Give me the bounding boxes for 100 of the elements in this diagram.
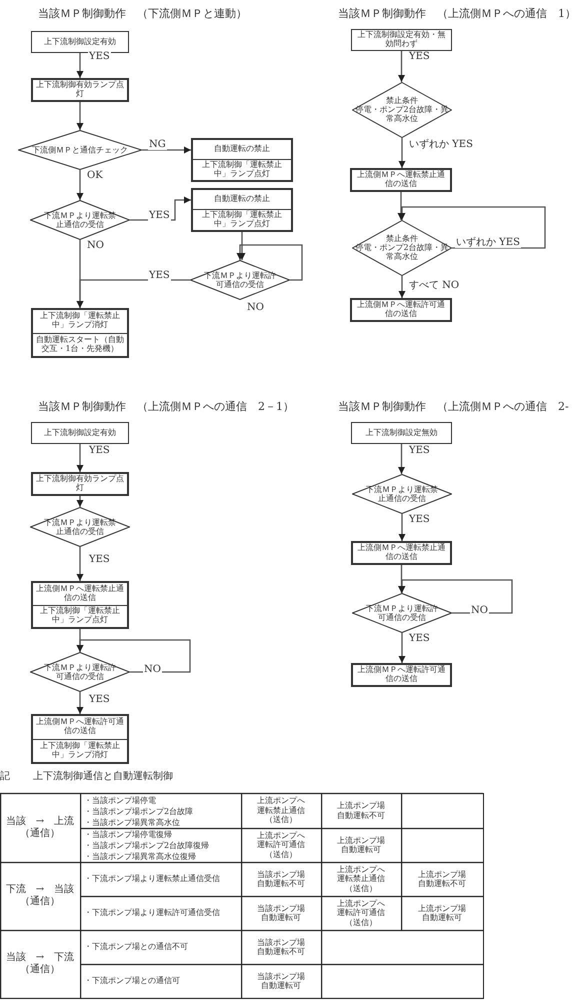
edge-label: YES xyxy=(88,51,111,62)
diamond-text: 禁止条件 xyxy=(385,234,419,244)
arrow xyxy=(398,206,546,249)
table-text: 上流ポンプ場自動運転不可 xyxy=(417,870,467,889)
process-box xyxy=(351,663,452,687)
edge-label: YES xyxy=(88,554,111,565)
process-box xyxy=(31,422,129,444)
table-text: 当該ポンプ場自動運転可 xyxy=(256,904,306,923)
edge-label: YES xyxy=(408,51,431,62)
table-text: 上流ポンプ場自動運転可 xyxy=(336,836,386,855)
edge-label: いずれか YES xyxy=(408,139,474,150)
process-box xyxy=(351,541,452,565)
decision-diamond xyxy=(30,200,130,240)
arrow xyxy=(76,496,84,507)
box-text: 自動運転の禁止 xyxy=(213,193,271,206)
edge-label: YES xyxy=(88,445,111,456)
edge-label: YES xyxy=(148,210,171,221)
decision-diamond xyxy=(352,82,452,138)
process-box xyxy=(191,188,293,232)
edge-label: すべて NO xyxy=(408,280,460,291)
process-box xyxy=(31,472,129,496)
box-text: 上下流制御設定無効 xyxy=(364,426,438,439)
process-box xyxy=(351,422,452,444)
decision-diamond xyxy=(352,220,452,276)
chart-title: 当該ＭＰ制御動作 （上流側ＭＰへの通信 1） xyxy=(338,7,576,20)
bullet-item: ・当該ポンプ場停電復帰 xyxy=(84,830,172,840)
edge-label: NO xyxy=(470,605,489,616)
process-box xyxy=(31,308,129,358)
edge-label: NO xyxy=(86,240,105,251)
bullet-item: ・当該ポンプ場異常高水位復帰 xyxy=(84,852,196,862)
decision-diamond xyxy=(30,507,130,547)
bullet-item: ・当該ポンプ場異常高水位 xyxy=(84,818,180,828)
bullet-item: ・下流ポンプ場より運転許可通信受信 xyxy=(84,908,220,918)
box-text: 上流側ＭＰへ運転許可通信の送信 xyxy=(356,300,446,320)
process-box xyxy=(31,581,129,629)
box-text: 上下流制御有効ランプ点灯 xyxy=(35,80,125,100)
row-header: 下流 → 当該（通信） xyxy=(4,884,76,908)
process-box xyxy=(31,714,129,764)
edge-label: YES xyxy=(148,270,171,281)
decision-diamond xyxy=(30,652,130,692)
arrow xyxy=(398,51,405,82)
box-text: 上下流制御「運転禁止中」ランプ点灯 xyxy=(193,209,291,230)
table-text: 上流ポンプへ運転許可通信（送信） xyxy=(336,898,386,928)
row-header: 当該 → 下流（通信） xyxy=(4,952,76,976)
arrow xyxy=(398,579,513,614)
box-text: 上下流制御「運転禁止中」ランプ消灯 xyxy=(33,738,127,762)
process-box xyxy=(350,298,452,322)
decision-diamond xyxy=(352,593,452,633)
arrow xyxy=(398,192,404,220)
arrow xyxy=(76,639,191,673)
edge-label: YES xyxy=(88,694,111,705)
table-text: 上流ポンプ場自動運転不可 xyxy=(336,801,386,820)
bullet-item: ・下流ポンプ場より運転禁止通信受信 xyxy=(84,874,220,884)
edge-label: YES xyxy=(408,633,431,644)
arrow xyxy=(398,138,406,168)
bullet-item: ・当該ポンプ場ポンプ2台故障 xyxy=(84,807,194,817)
process-box xyxy=(191,138,293,182)
edge-label: NG xyxy=(148,139,167,150)
arrow xyxy=(76,444,84,472)
box-text: 自動運転スタート（自動交互・1台・先発機） xyxy=(33,332,127,356)
diamond-text: 禁止条件 xyxy=(385,96,419,106)
box-text: 上流側ＭＰへ運転許可通信の送信 xyxy=(35,716,125,738)
table-text: 上流ポンプへ運転禁止通信（送信） xyxy=(256,796,306,825)
chart-title: 当該ＭＰ制御動作 （上流側ＭＰへの通信 2- xyxy=(338,400,569,414)
table-text: 上流ポンプへ運転禁止通信（送信） xyxy=(336,864,386,894)
edge-label: YES xyxy=(408,514,431,525)
caption-text: 記 xyxy=(0,771,10,783)
box-text: 上下流制御設定有効 xyxy=(43,36,117,48)
process-box xyxy=(350,168,452,192)
arrow xyxy=(398,276,406,298)
edge-label: いずれか YES xyxy=(455,237,521,248)
arrow xyxy=(76,170,84,200)
arrow xyxy=(76,102,84,130)
chart-title: 当該ＭＰ制御動作 （下流側ＭＰと連動） xyxy=(38,7,247,20)
box-text: 上流側ＭＰへ運転禁止通信の送信 xyxy=(356,170,446,190)
box-text: 上下流制御「運転禁止中」ランプ消灯 xyxy=(39,310,121,332)
decision-diamond xyxy=(18,130,142,170)
box-text: 上下流制御「運転禁止中」ランプ点灯 xyxy=(33,604,127,627)
arrow xyxy=(76,240,84,308)
box-text: 上下流制御「運転禁止中」ランプ点灯 xyxy=(193,159,291,180)
arrow xyxy=(236,244,303,281)
row-header: 当該 → 上流（通信） xyxy=(4,816,76,840)
process-box xyxy=(31,31,129,53)
table-text: 上流ポンプ場自動運転可 xyxy=(417,904,467,923)
arrow xyxy=(398,514,406,541)
box-text: 上下流制御設定有効 xyxy=(43,426,117,439)
process-box xyxy=(31,78,129,102)
edge-label: OK xyxy=(86,170,104,181)
process-box xyxy=(351,29,452,51)
box-text: 上流側ＭＰへ運転禁止通信の送信 xyxy=(35,583,125,604)
arrow xyxy=(142,146,191,154)
box-text: 上下流制御設定有効・無効問わず xyxy=(356,30,446,50)
arrow xyxy=(398,444,405,474)
arrow xyxy=(76,547,84,581)
bullet-item: ・当該ポンプ場ポンプ2台故障復帰 xyxy=(84,841,210,851)
box-text: 自動運転の禁止 xyxy=(213,143,271,156)
arrow xyxy=(238,232,246,260)
edge-label: YES xyxy=(408,445,431,456)
edge-label: NO xyxy=(246,302,265,313)
chart-title: 当該ＭＰ制御動作 （上流側ＭＰへの通信 2－1） xyxy=(38,400,294,414)
